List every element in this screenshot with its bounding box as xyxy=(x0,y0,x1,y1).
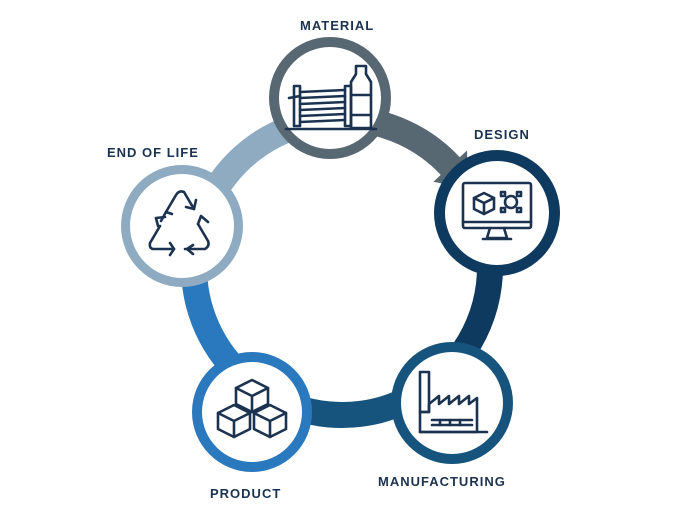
stage-node-design xyxy=(434,150,560,276)
stage-node-product xyxy=(192,352,312,472)
stage-label-design: DESIGN xyxy=(474,127,530,142)
stage-label-product: PRODUCT xyxy=(210,486,282,501)
factory-icon xyxy=(418,370,489,434)
monitor-cad-icon xyxy=(461,181,533,241)
stage-node-end-of-life xyxy=(121,165,243,287)
stacked-cubes-icon xyxy=(216,378,288,439)
stage-label-manufacturing: MANUFACTURING xyxy=(378,474,506,489)
spool-and-bottle-icon xyxy=(284,64,378,131)
recycle-icon xyxy=(148,190,210,257)
stage-node-manufacturing xyxy=(391,342,513,464)
stage-circle-inner-end-of-life xyxy=(130,174,234,278)
stage-label-material: MATERIAL xyxy=(300,18,375,33)
stage-label-end-of-life: END OF LIFE xyxy=(107,145,199,160)
stage-node-material xyxy=(269,37,391,159)
stage-circle-inner-design xyxy=(445,161,549,265)
